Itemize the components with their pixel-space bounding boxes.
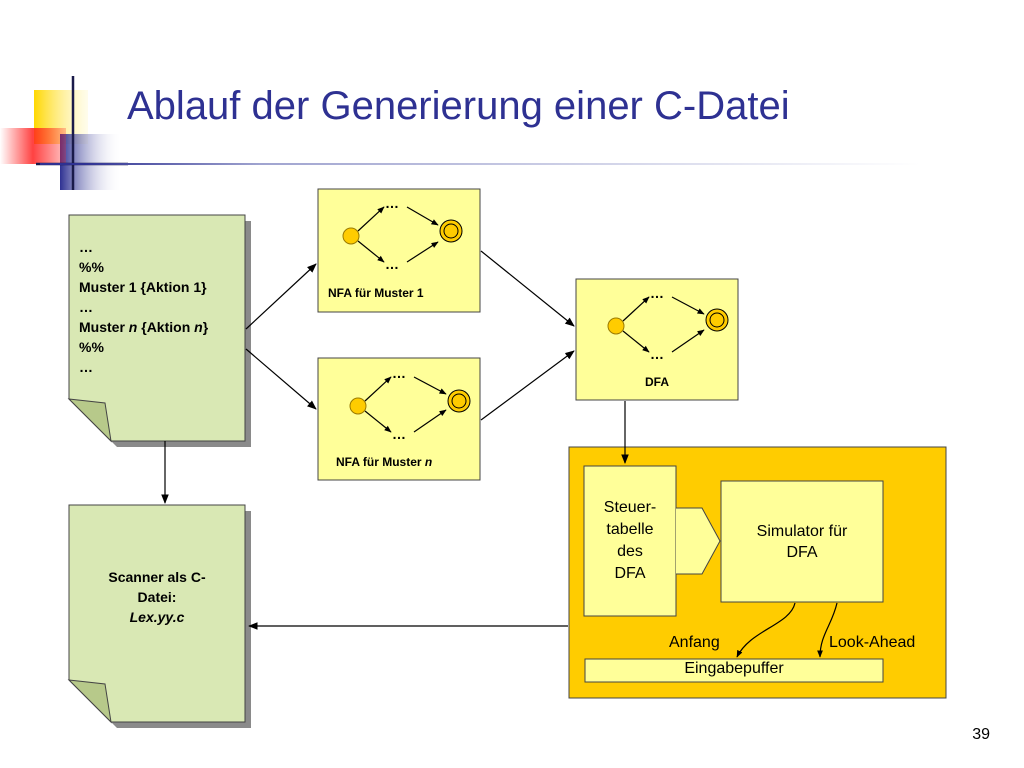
source-document-text: … %% Muster 1 {Aktion 1} … Muster n {Akt…: [79, 237, 208, 377]
title-underline: [40, 163, 920, 165]
simulator-line: DFA: [786, 544, 818, 561]
arrow-nfa1-to-dfa: [480, 250, 575, 327]
nfan-ellipsis-bottom: …: [392, 426, 406, 442]
deco-red-bar: [0, 128, 66, 164]
simulator-text: Simulator für DFA: [721, 521, 883, 563]
scanner-filename: Lex.yy.c: [129, 609, 185, 625]
source-line: %%: [79, 259, 104, 275]
source-document: [67, 214, 251, 447]
source-line-n: Muster n {Aktion n}: [79, 319, 209, 335]
steuer-line: des: [617, 543, 643, 560]
dfa-box: [575, 278, 739, 401]
source-line: Muster 1 {Aktion 1}: [79, 279, 207, 295]
steuertabelle-box: [583, 465, 677, 617]
dfa-label: DFA: [645, 375, 669, 389]
source-line: …: [79, 299, 93, 315]
anfang-label: Anfang: [669, 634, 720, 651]
anfang-pointer: [736, 602, 796, 658]
source-line: %%: [79, 339, 104, 355]
arrow-doc-to-nfan: [245, 348, 317, 410]
nfa1-start-state: [342, 227, 360, 245]
scanner-document-text: Scanner als C- Datei: Lex.yy.c: [69, 567, 245, 627]
slide-title: Ablauf der Generierung einer C-Datei: [127, 84, 790, 128]
source-line: …: [79, 359, 93, 375]
dfa-ellipsis-bottom: …: [650, 346, 664, 362]
nfan-box: [317, 357, 481, 481]
dfa-ellipsis-top: …: [650, 285, 664, 301]
eingabepuffer-box: [584, 658, 884, 683]
nfa1-label: NFA für Muster 1: [328, 286, 424, 300]
steuertabelle-text: Steuer- tabelle des DFA: [584, 497, 676, 585]
scanner-line: Datei:: [137, 589, 177, 605]
page-number: 39: [972, 726, 990, 743]
block-arrow: [676, 507, 721, 575]
arrow-doc-to-nfa1: [245, 263, 317, 330]
source-line: …: [79, 239, 93, 255]
lookahead-pointer: [817, 602, 838, 658]
nfan-label: NFA für Muster n: [336, 455, 433, 469]
steuer-line: Steuer-: [603, 499, 657, 516]
simulator-line: Simulator für: [756, 523, 848, 540]
steuer-line: DFA: [614, 565, 646, 582]
deco-blue-square: [60, 134, 122, 190]
nfan-start-state: [349, 397, 367, 415]
dfa-start-state: [607, 317, 625, 335]
nfan-ellipsis-top: …: [392, 365, 406, 381]
eingabepuffer-label: Eingabepuffer: [684, 660, 784, 677]
nfa1-ellipsis-top: …: [385, 195, 399, 211]
arrow-nfan-to-dfa: [480, 350, 575, 421]
nfa1-ellipsis-bottom: …: [385, 256, 399, 272]
scanner-line: Scanner als C-: [108, 569, 206, 585]
scanner-document: [67, 504, 251, 728]
steuer-line: tabelle: [606, 521, 654, 538]
simulator-box: [720, 480, 884, 603]
nfa1-box: [317, 188, 481, 313]
lookahead-label: Look-Ahead: [829, 634, 916, 651]
